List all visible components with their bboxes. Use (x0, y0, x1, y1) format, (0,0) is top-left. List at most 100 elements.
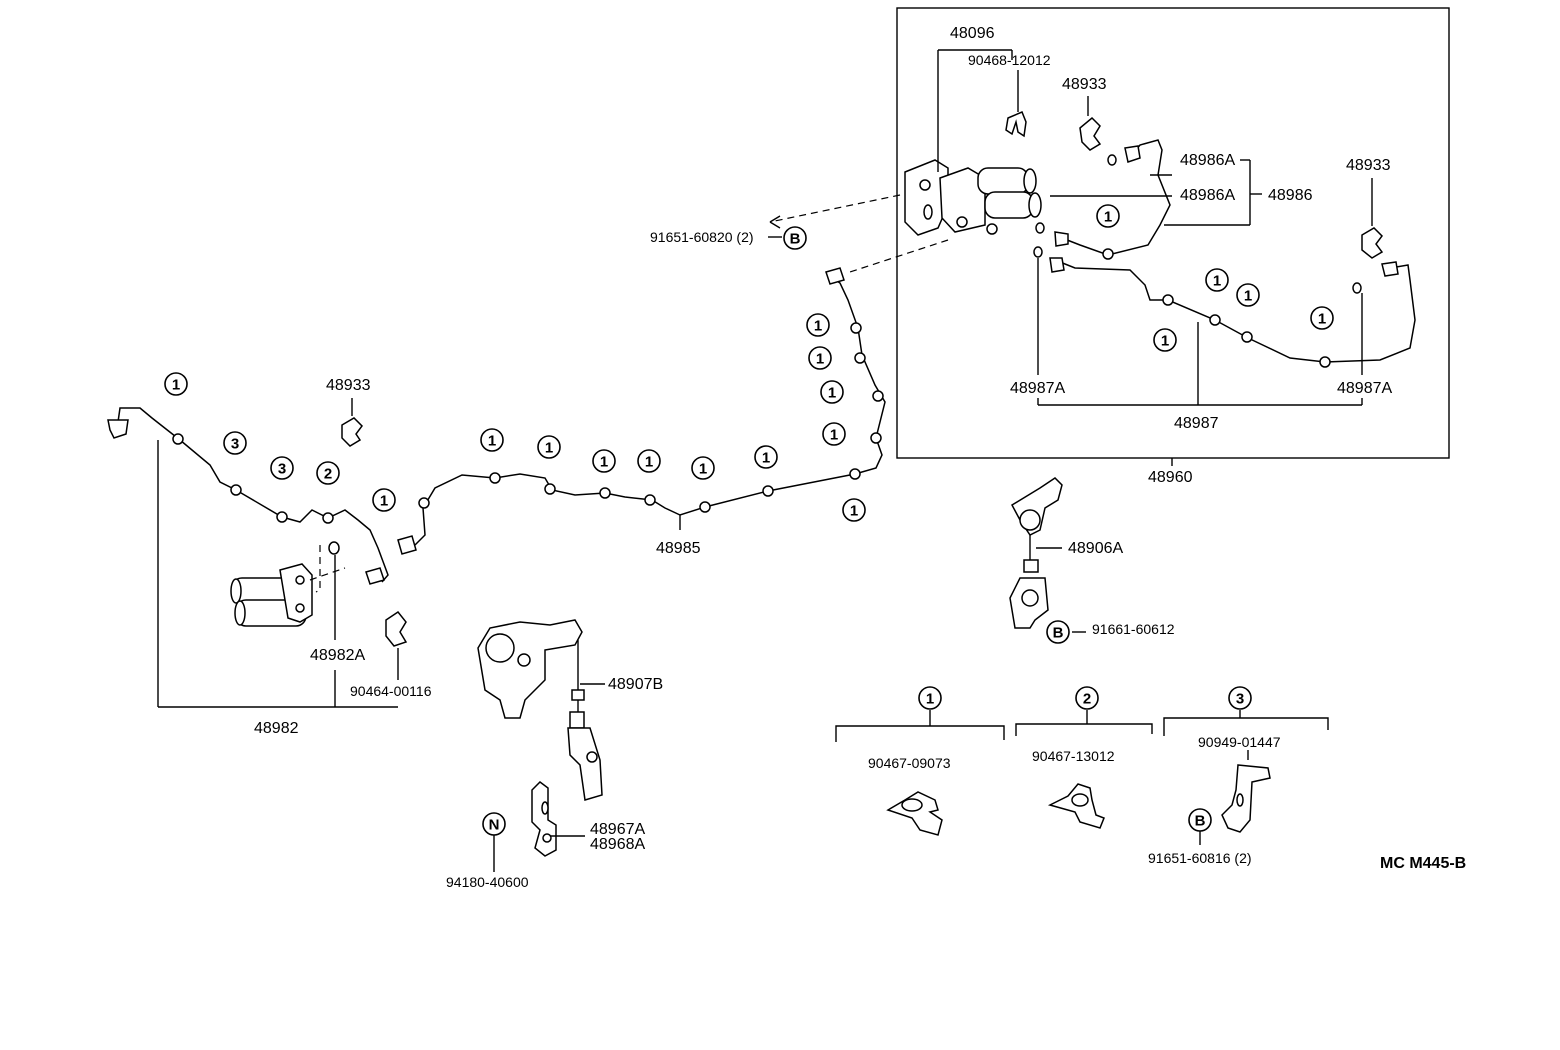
actuator-assembly-lower[interactable] (230, 563, 313, 627)
callout-1-text: 1 (380, 493, 388, 510)
clamp-90949-01447[interactable] (1221, 764, 1271, 833)
clamp-90467-13012[interactable] (1047, 783, 1105, 829)
o-ring[interactable] (1107, 154, 1117, 166)
callout-1: 1 (480, 428, 504, 452)
callout-1-text: 1 (762, 450, 770, 467)
label-90467-13012: 90467-13012 (1032, 748, 1115, 764)
callout-1: 1 (691, 456, 715, 480)
callout-3-text: 3 (278, 461, 286, 478)
o-ring[interactable] (1035, 222, 1045, 234)
label-48987A-right: 48987A (1337, 380, 1392, 397)
callout-1-text: 1 (1104, 209, 1112, 226)
callout-1-text: 1 (1244, 288, 1252, 305)
label-48986A-1: 48986A (1180, 152, 1235, 169)
callout-1-text: 1 (172, 377, 180, 394)
label-90468-12012: 90468-12012 (968, 52, 1051, 68)
callout-1: 1 (592, 449, 616, 473)
callout-1-text: 1 (488, 433, 496, 450)
callout-1: 1 (842, 498, 866, 522)
label-90949-01447: 90949-01447 (1198, 734, 1281, 750)
o-ring[interactable] (1352, 282, 1362, 294)
bracket-48967A[interactable] (531, 781, 557, 857)
label-48933-top: 48933 (1062, 76, 1107, 93)
callout-1-text: 1 (828, 385, 836, 402)
callout-1: 1 (1205, 268, 1229, 292)
callout-1-text: 1 (1318, 311, 1326, 328)
label-48906A: 48906A (1068, 540, 1123, 557)
callout-n: N (482, 812, 506, 836)
callout-1: 1 (1096, 204, 1120, 228)
height-sensor-48907B[interactable] (477, 619, 603, 801)
clip-90464[interactable] (385, 610, 408, 647)
callout-1: 1 (1236, 283, 1260, 307)
callout-1-text: 1 (545, 440, 553, 457)
height-sensor-48906A[interactable] (1009, 477, 1063, 629)
callout-1: 1 (918, 686, 942, 710)
callout-b-text: B (1053, 625, 1064, 642)
label-48967A: 48967A (590, 821, 645, 838)
pipe-48986[interactable] (1054, 139, 1171, 260)
label-48987A-left: 48987A (1010, 380, 1065, 397)
clip-90468[interactable] (1005, 111, 1027, 138)
callout-1: 1 (1153, 328, 1177, 352)
label-91651-60820: 91651-60820 (2) (650, 229, 754, 245)
label-48986A-2: 48986A (1180, 187, 1235, 204)
label-48096: 48096 (950, 25, 995, 42)
callout-1-text: 1 (645, 454, 653, 471)
callout-1: 1 (808, 346, 832, 370)
callout-1: 1 (637, 449, 661, 473)
callout-1-text: 1 (1213, 273, 1221, 290)
callout-1-text: 1 (1161, 333, 1169, 350)
callout-1: 1 (1310, 306, 1334, 330)
callout-3: 3 (223, 431, 247, 455)
clamp-90467-09073[interactable] (886, 791, 943, 836)
callout-1-text: 1 (926, 691, 934, 708)
callout-1-text: 1 (814, 318, 822, 335)
callout-b: B (1188, 808, 1212, 832)
o-ring[interactable] (1033, 246, 1043, 258)
o-ring[interactable] (328, 541, 340, 555)
callout-2-text: 2 (1083, 691, 1091, 708)
clip-48933-right[interactable] (1361, 227, 1384, 259)
pipe-48987[interactable] (1049, 257, 1416, 368)
label-48907B: 48907B (608, 676, 663, 693)
label-48933-left: 48933 (326, 377, 371, 394)
callout-1: 1 (806, 313, 830, 337)
label-48986: 48986 (1268, 187, 1313, 204)
callout-2: 2 (316, 461, 340, 485)
label-90467-09073: 90467-09073 (868, 755, 951, 771)
callout-1: 1 (537, 435, 561, 459)
clip-48933-top[interactable] (1079, 116, 1102, 151)
callout-b-text: B (790, 231, 801, 248)
callout-1: 1 (822, 422, 846, 446)
callout-1-text: 1 (699, 461, 707, 478)
callout-1-text: 1 (816, 351, 824, 368)
callout-1: 1 (164, 372, 188, 396)
label-48985: 48985 (656, 540, 701, 557)
label-94180-40600: 94180-40600 (446, 874, 529, 890)
callout-1: 1 (754, 445, 778, 469)
callout-n-text: N (489, 817, 500, 834)
callout-1-text: 1 (600, 454, 608, 471)
label-48933-right: 48933 (1346, 157, 1391, 174)
callout-b: B (1046, 620, 1070, 644)
label-48960: 48960 (1148, 469, 1193, 486)
pipe-48982[interactable] (107, 407, 389, 585)
assembly-frame-48960 (896, 7, 1450, 459)
label-48982: 48982 (254, 720, 299, 737)
callout-1: 1 (372, 488, 396, 512)
label-91661-60612: 91661-60612 (1092, 621, 1175, 637)
callout-1: 1 (820, 380, 844, 404)
actuator-assembly-upper[interactable] (904, 159, 1042, 236)
callout-3-text: 3 (1236, 691, 1244, 708)
callout-b-text: B (1195, 813, 1206, 830)
callout-3: 3 (270, 456, 294, 480)
clip-48933-left[interactable] (341, 417, 363, 447)
callout-1-text: 1 (830, 427, 838, 444)
label-91651-60816: 91651-60816 (2) (1148, 850, 1252, 866)
label-48968A: 48968A (590, 836, 645, 853)
label-90464-00116: 90464-00116 (350, 683, 432, 699)
callout-2: 2 (1075, 686, 1099, 710)
pipe-48985[interactable] (397, 267, 886, 555)
